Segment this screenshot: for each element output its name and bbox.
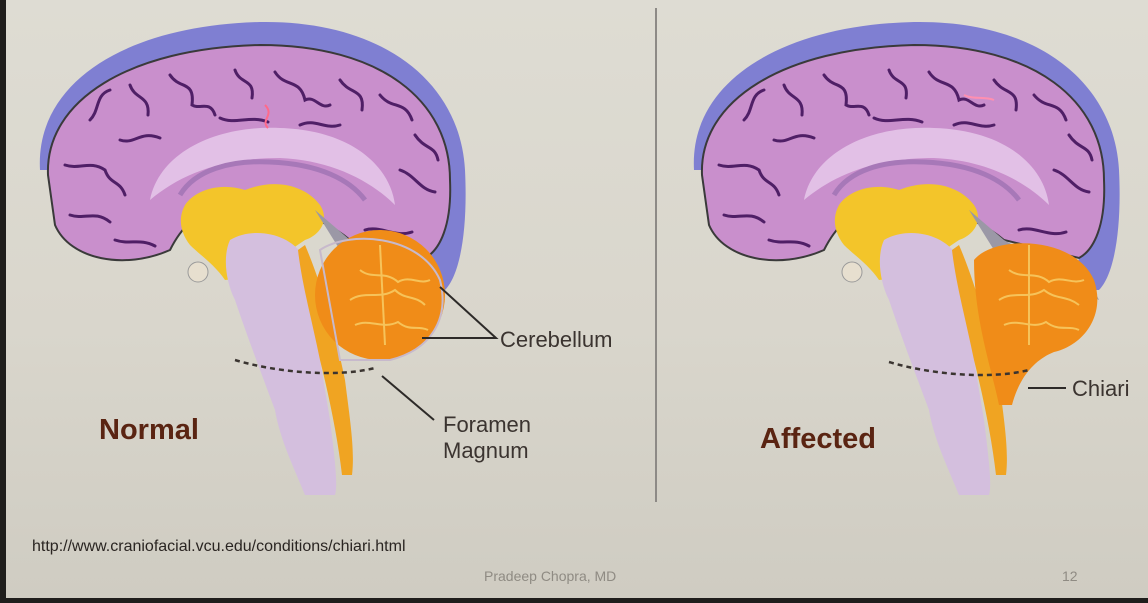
label-chiari: Chiari <box>1072 376 1129 402</box>
caption-affected: Affected <box>760 423 876 456</box>
footer-author: Pradeep Chopra, MD <box>484 568 616 584</box>
page-number: 12 <box>1062 568 1078 584</box>
source-url: http://www.craniofacial.vcu.edu/conditio… <box>32 538 406 556</box>
slide: Cerebellum Foramen Magnum Normal <box>6 0 1148 598</box>
pointer-line-right <box>6 0 1148 598</box>
